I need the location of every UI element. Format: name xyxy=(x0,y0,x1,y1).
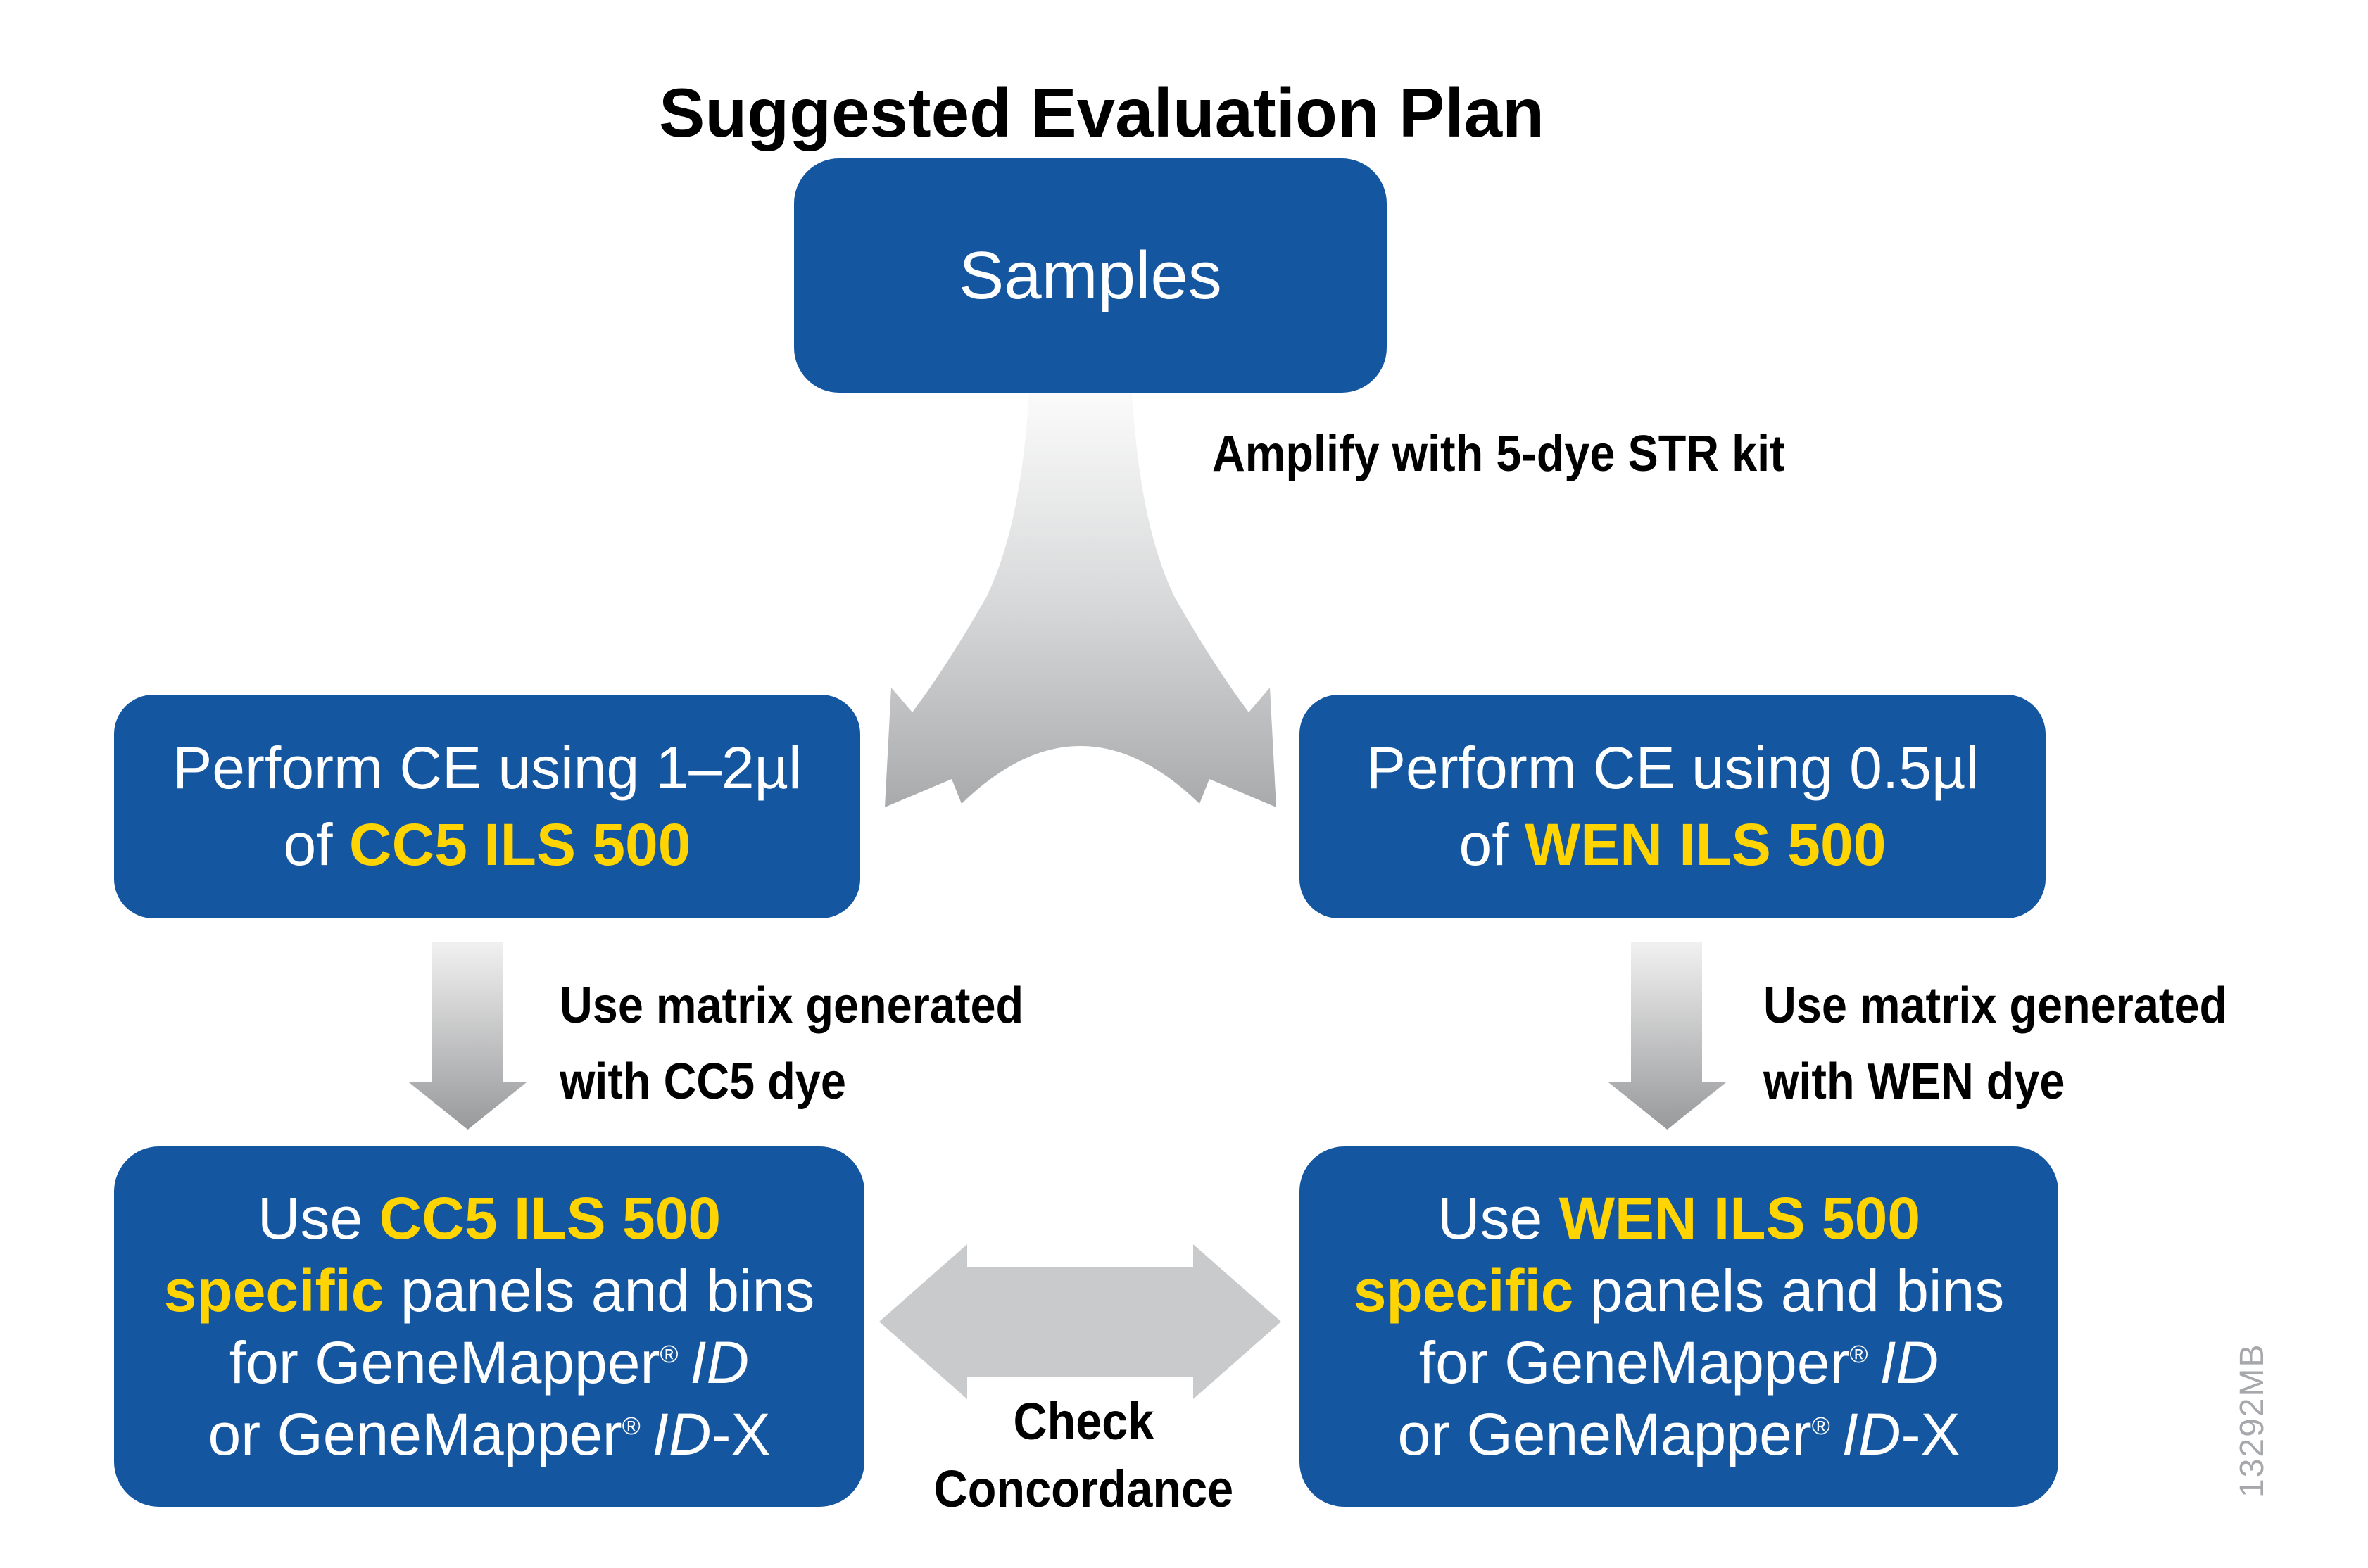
check-concordance-label: Check Concordance xyxy=(933,1392,1233,1519)
registered-trademark-icon: ® xyxy=(660,1341,679,1368)
down-arrow-left xyxy=(409,942,527,1130)
matrix-cc5-label: Use matrix generated with CC5 dye xyxy=(560,978,1024,1110)
box-line: of CC5 ILS 500 xyxy=(283,811,691,878)
box-line: specific panels and bins xyxy=(1353,1257,2005,1324)
matrix-wen-label: Use matrix generated with WEN dye xyxy=(1763,978,2228,1110)
box-line: Perform CE using 1–2µl xyxy=(172,734,802,801)
concordance-double-arrow xyxy=(879,1244,1281,1399)
down-arrow-right xyxy=(1608,942,1726,1130)
amplify-label: Amplify with 5-dye STR kit xyxy=(1212,426,1785,482)
perform-ce-cc5-box: Perform CE using 1–2µl of CC5 ILS 500 xyxy=(114,695,860,918)
registered-trademark-icon: ® xyxy=(1849,1341,1868,1368)
panels-bins-cc5-box: Use CC5 ILS 500 specific panels and bins… xyxy=(114,1146,864,1507)
box-line: for GeneMapper®ID xyxy=(1418,1329,1939,1396)
registered-trademark-icon: ® xyxy=(1811,1412,1830,1441)
box-line: Use CC5 ILS 500 xyxy=(257,1185,722,1252)
samples-label: Samples xyxy=(959,237,1222,313)
perform-ce-wen-box: Perform CE using 0.5µl of WEN ILS 500 xyxy=(1299,695,2046,918)
box-line: of WEN ILS 500 xyxy=(1459,811,1887,878)
box-line: specific panels and bins xyxy=(163,1257,815,1324)
wen-ils-500-highlight: WEN ILS 500 xyxy=(1524,811,1887,878)
box-line: or GeneMapper®ID-X xyxy=(1397,1401,1960,1468)
panels-bins-wen-box: Use WEN ILS 500 specific panels and bins… xyxy=(1299,1146,2058,1507)
box-line: for GeneMapper®ID xyxy=(229,1329,750,1396)
box-line: or GeneMapper®ID-X xyxy=(208,1401,771,1468)
page-title: Suggested Evaluation Plan xyxy=(659,74,1544,151)
samples-box: Samples xyxy=(794,158,1387,393)
box-line: Use WEN ILS 500 xyxy=(1437,1185,1921,1252)
document-number: 13292MB xyxy=(2234,1343,2271,1498)
split-arrow xyxy=(885,392,1276,807)
registered-trademark-icon: ® xyxy=(622,1412,641,1441)
box-line: Perform CE using 0.5µl xyxy=(1366,734,1979,801)
cc5-ils-500-highlight: CC5 ILS 500 xyxy=(348,811,691,878)
